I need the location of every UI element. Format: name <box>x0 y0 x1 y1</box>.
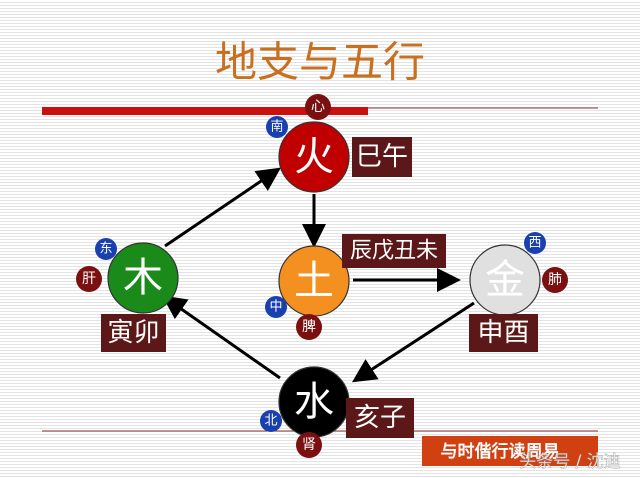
node-water: 水亥子 北肾 <box>260 366 414 458</box>
water-direction-badge <box>260 410 282 432</box>
wood-direction-badge <box>95 238 117 260</box>
earth-organ: 脾 <box>302 319 316 335</box>
water-organ-badge <box>296 432 322 458</box>
water-organ: 肾 <box>302 437 316 453</box>
metal-name: 金 <box>485 257 525 303</box>
earth-direction: 中 <box>269 300 282 315</box>
arrow-water-wood <box>162 295 281 380</box>
wood-branches-box <box>101 314 166 352</box>
earth-organ-badge <box>296 314 322 340</box>
page-title: 地支与五行 <box>215 38 425 87</box>
arrow-wood-fire <box>164 167 281 248</box>
fire-branches-box <box>352 137 412 177</box>
earth-branches: 辰戊丑未 <box>350 239 438 264</box>
node-fire: 火巳午 南 心 <box>266 94 412 193</box>
earth-branches-box <box>342 234 446 268</box>
metal-organ: 肺 <box>548 272 562 288</box>
wood-direction: 东 <box>99 242 112 257</box>
metal-direction-badge <box>524 232 546 254</box>
wood-branches: 寅卯 <box>107 318 159 348</box>
fire-direction-badge <box>266 116 288 138</box>
title-bar <box>42 107 368 115</box>
fire-organ: 心 <box>311 99 325 115</box>
water-name: 水 <box>294 379 334 425</box>
metal-direction: 西 <box>528 236 541 251</box>
fire-organ-badge <box>305 94 331 120</box>
water-branches: 亥子 <box>354 403 406 433</box>
metal-organ-badge <box>542 267 568 293</box>
node-wood: 木寅卯 东肝 <box>76 238 179 352</box>
arrow-metal-water <box>351 301 475 383</box>
watermark: 头条号 / 沈迪 <box>519 452 621 472</box>
footer-text: 与时偕行读周易 <box>441 441 560 462</box>
earth-direction-badge <box>265 296 287 318</box>
wood-circle <box>107 242 179 314</box>
fire-direction: 南 <box>270 119 283 135</box>
earth-name: 土 <box>294 258 334 304</box>
water-branches-box <box>346 398 414 438</box>
wood-organ-badge <box>76 266 102 292</box>
arrows <box>162 167 475 383</box>
metal-branches-box <box>469 314 538 352</box>
footer-box <box>422 436 598 466</box>
node-metal: 金申酉 西肺 <box>469 232 568 352</box>
wood-organ: 肝 <box>82 271 96 287</box>
fire-circle <box>278 121 350 193</box>
fire-name: 火 <box>294 134 334 180</box>
metal-branches: 申酉 <box>477 318 529 348</box>
fire-branches: 巳午 <box>356 142 408 172</box>
wood-name: 木 <box>123 255 163 301</box>
water-direction: 北 <box>264 414 277 429</box>
